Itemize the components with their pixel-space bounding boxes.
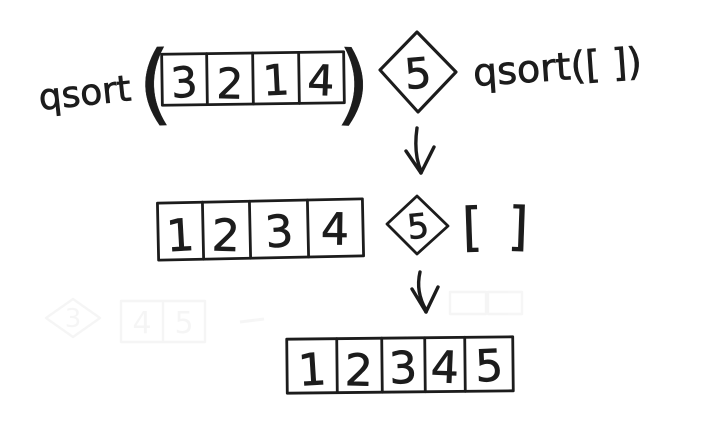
ghost-cell-value: 5 xyxy=(174,306,193,341)
cell-divider xyxy=(297,50,301,105)
arrow-shaft xyxy=(414,126,423,173)
ghost-pivot-diamond xyxy=(44,297,102,339)
array-cell-value: 2 xyxy=(211,210,241,262)
arrow-head xyxy=(424,285,440,314)
cell-divider xyxy=(251,51,255,106)
array-outline xyxy=(285,335,515,395)
diamond-outline xyxy=(385,194,450,256)
array-cell-value: 2 xyxy=(344,345,373,397)
ghost-remnant: 3 4 5 xyxy=(44,290,524,344)
array-outline xyxy=(156,197,365,262)
arrow-head xyxy=(419,145,436,175)
close-paren: ) xyxy=(334,32,372,136)
top-row: qsort ( 3 2 1 4 ) 5 qsort([ ]) xyxy=(36,30,644,136)
ghost-box xyxy=(448,290,488,316)
cell-divider xyxy=(423,336,427,394)
cell-divider xyxy=(463,335,467,393)
cell-divider xyxy=(380,336,384,394)
empty-list-close-bracket: ] xyxy=(507,197,529,258)
arrow-head xyxy=(404,149,423,175)
pivot-value: 5 xyxy=(405,206,431,248)
pivot-value: 5 xyxy=(403,48,434,99)
pivot-diamond: 5 xyxy=(385,194,450,256)
middle-row: 1 2 3 4 5 [ ] xyxy=(156,194,530,263)
array-cell-value: 4 xyxy=(307,56,336,106)
cell-divider xyxy=(248,199,253,260)
diamond-outline xyxy=(378,30,458,114)
ghost-pivot-value: 3 xyxy=(65,304,82,334)
ghost-array-outline xyxy=(119,299,207,344)
cell-divider xyxy=(201,200,206,261)
ghost-cell-value: 4 xyxy=(132,306,151,341)
down-arrow-icon xyxy=(410,270,440,314)
array-cell-value: 1 xyxy=(261,55,290,105)
array-cell-value: 5 xyxy=(474,340,504,392)
array-cell-value: 1 xyxy=(297,344,328,397)
sorted-left-array: 1 2 3 4 xyxy=(156,197,365,263)
array-cell-value: 4 xyxy=(430,342,460,394)
cell-divider xyxy=(335,337,339,395)
cell-divider xyxy=(205,52,209,107)
array-cell-value: 3 xyxy=(388,342,418,394)
array-cell-value: 1 xyxy=(165,210,196,262)
array-cell-value: 3 xyxy=(169,57,199,108)
array-cell-value: 4 xyxy=(321,204,350,255)
qsort-call-label: qsort xyxy=(37,68,133,118)
array-cell-value: 2 xyxy=(216,59,244,109)
array-cell-value: 3 xyxy=(263,206,295,259)
down-arrow-icon xyxy=(404,126,436,175)
pivot-diamond: 5 xyxy=(378,30,458,114)
open-paren: ( xyxy=(136,31,174,135)
recursive-call-label: qsort([ ]) xyxy=(472,39,644,95)
arrow-head xyxy=(410,287,428,314)
empty-list-open-bracket: [ xyxy=(461,198,483,259)
unsorted-array: 3 2 1 4 xyxy=(160,50,346,109)
ghost-box xyxy=(486,290,524,316)
final-sorted-array: 1 2 3 4 5 xyxy=(285,335,515,397)
cell-divider xyxy=(306,198,310,259)
ghost-dash xyxy=(239,317,265,324)
